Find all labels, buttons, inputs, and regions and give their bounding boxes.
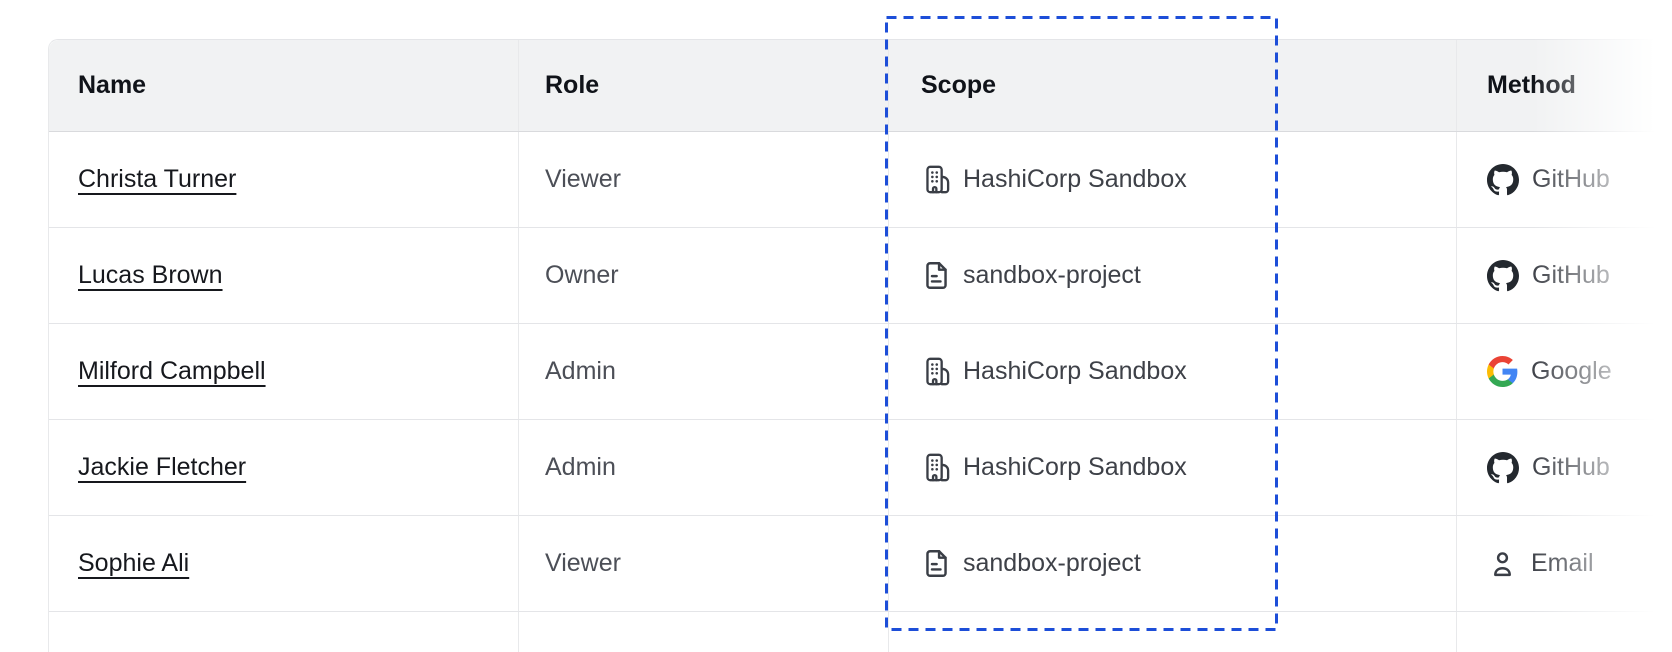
file-document-icon xyxy=(921,548,952,579)
method-value: GitHub xyxy=(1532,165,1610,193)
name-cell: Jackie Fletcher xyxy=(49,420,519,515)
org-building-icon xyxy=(921,164,952,195)
method-cell: GitHub xyxy=(1457,132,1672,227)
role-cell: Admin xyxy=(519,420,889,515)
method-cell: Email xyxy=(1457,516,1672,611)
member-name-link[interactable]: Christa Turner xyxy=(78,165,237,193)
org-building-icon xyxy=(921,356,952,387)
method-value: GitHub xyxy=(1532,261,1610,289)
table-row: Sophie Ali Viewer sandbox-project Email xyxy=(49,516,1672,612)
members-table: Name Role Scope Method Christa Turner Vi… xyxy=(48,39,1672,652)
github-icon xyxy=(1487,452,1519,484)
role-cell: Admin xyxy=(519,324,889,419)
method-value: GitHub xyxy=(1532,453,1610,481)
scope-cell: HashiCorp Sandbox xyxy=(889,324,1457,419)
column-header-role: Role xyxy=(519,40,889,131)
method-value: Google xyxy=(1531,357,1612,385)
name-cell: Lucas Brown xyxy=(49,228,519,323)
scope-cell xyxy=(889,612,1457,652)
role-cell xyxy=(519,612,889,652)
role-cell: Viewer xyxy=(519,132,889,227)
column-header-scope: Scope xyxy=(889,40,1457,131)
scope-cell: HashiCorp Sandbox xyxy=(889,420,1457,515)
member-name-link[interactable]: Lucas Brown xyxy=(78,261,223,289)
method-cell xyxy=(1457,612,1672,652)
name-cell: Christa Turner xyxy=(49,132,519,227)
file-document-icon xyxy=(921,260,952,291)
method-cell: GitHub xyxy=(1457,228,1672,323)
scope-cell: HashiCorp Sandbox xyxy=(889,132,1457,227)
table-row: Christa Turner Viewer HashiCorp Sandbox … xyxy=(49,132,1672,228)
name-cell xyxy=(49,612,519,652)
column-header-name: Name xyxy=(49,40,519,131)
google-icon xyxy=(1487,356,1518,387)
method-cell: Google xyxy=(1457,324,1672,419)
table-row-partial xyxy=(49,612,1672,652)
method-value: Email xyxy=(1531,549,1594,577)
role-value: Owner xyxy=(545,261,619,289)
scope-value: sandbox-project xyxy=(963,261,1141,289)
table-row: Jackie Fletcher Admin HashiCorp Sandbox … xyxy=(49,420,1672,516)
scope-value: HashiCorp Sandbox xyxy=(963,453,1187,481)
role-value: Viewer xyxy=(545,165,621,193)
table-row: Milford Campbell Admin HashiCorp Sandbox… xyxy=(49,324,1672,420)
role-value: Admin xyxy=(545,453,616,481)
role-cell: Viewer xyxy=(519,516,889,611)
column-header-method: Method xyxy=(1487,71,1576,99)
github-icon xyxy=(1487,260,1519,292)
member-name-link[interactable]: Milford Campbell xyxy=(78,357,266,385)
name-cell: Milford Campbell xyxy=(49,324,519,419)
member-name-link[interactable]: Jackie Fletcher xyxy=(78,453,247,481)
method-cell: GitHub xyxy=(1457,420,1672,515)
scope-cell: sandbox-project xyxy=(889,228,1457,323)
role-value: Admin xyxy=(545,357,616,385)
role-value: Viewer xyxy=(545,549,621,577)
name-cell: Sophie Ali xyxy=(49,516,519,611)
member-name-link[interactable]: Sophie Ali xyxy=(78,549,190,577)
scope-value: HashiCorp Sandbox xyxy=(963,165,1187,193)
scope-value: HashiCorp Sandbox xyxy=(963,357,1187,385)
email-person-icon xyxy=(1487,548,1518,579)
table-row: Lucas Brown Owner sandbox-project GitHub xyxy=(49,228,1672,324)
role-cell: Owner xyxy=(519,228,889,323)
github-icon xyxy=(1487,164,1519,196)
org-building-icon xyxy=(921,452,952,483)
table-header-row: Name Role Scope Method xyxy=(49,40,1672,132)
scope-value: sandbox-project xyxy=(963,549,1141,577)
scope-cell: sandbox-project xyxy=(889,516,1457,611)
